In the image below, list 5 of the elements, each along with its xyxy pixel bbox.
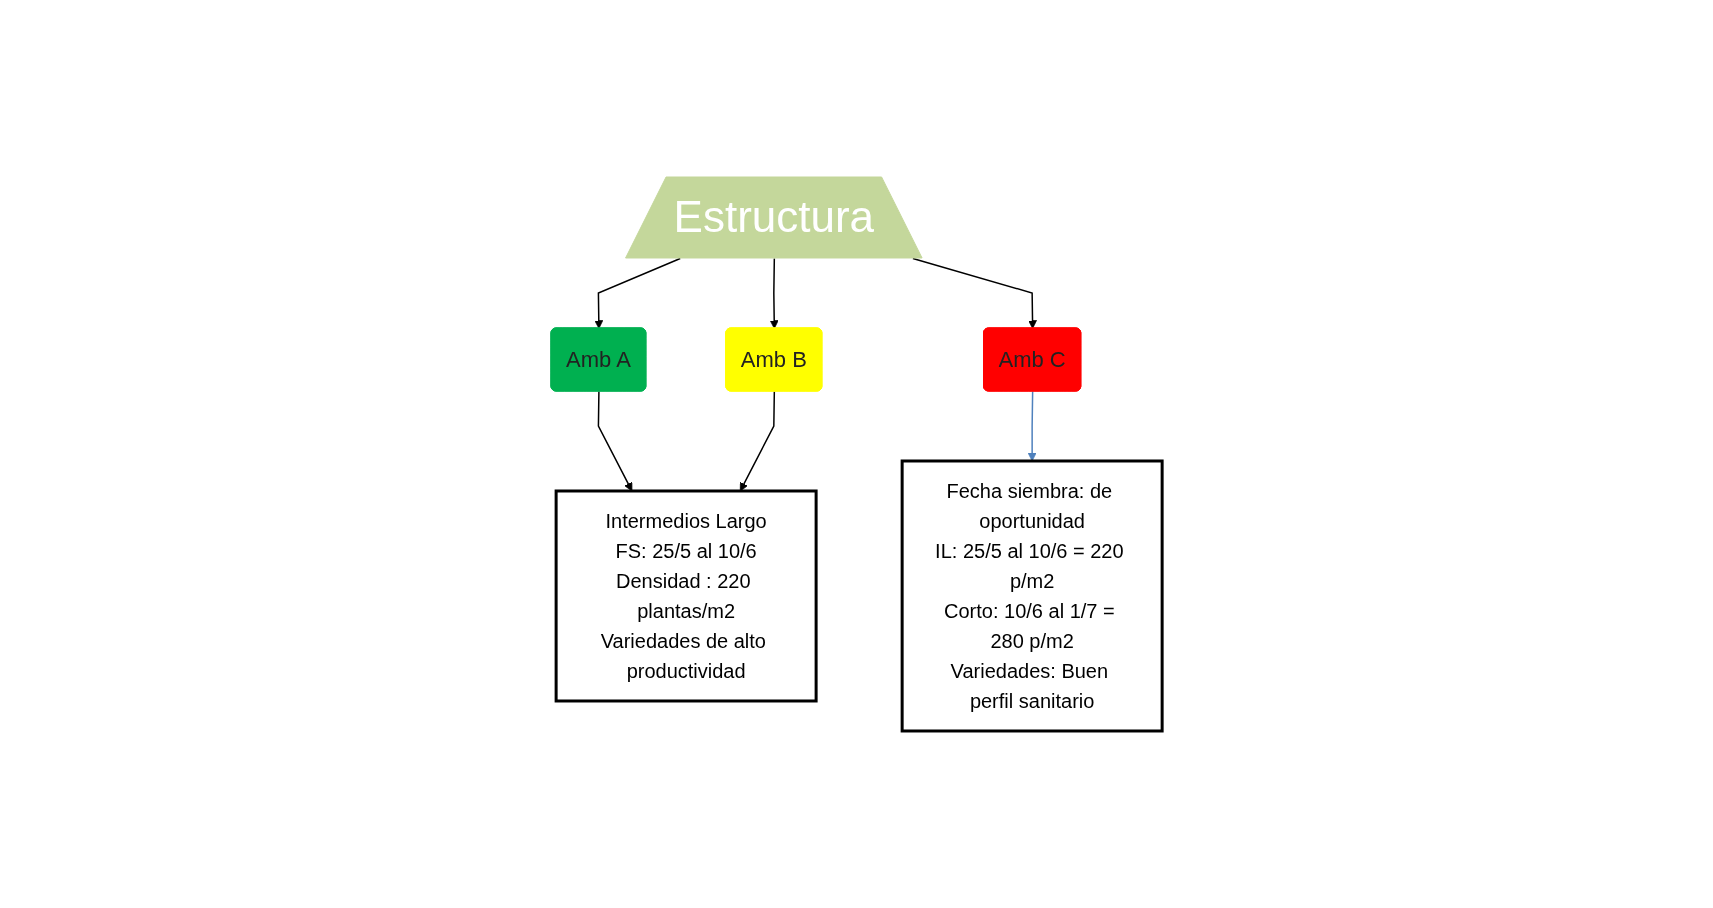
node-box: Fecha siembra: de oportunidad IL: 25/5 al 10/6 = 220 p/m2 Corto: 10/6 al 1/7 = 280 p/m2 Variedades: Buen perfil sanitario (900, 459, 1164, 733)
arrow (594, 257, 681, 329)
arrow (769, 257, 779, 329)
node-box: Intermedios Largo FS: 25/5 al 10/6 Densidad : 220 plantas/m2 Variedades de alto productividad (554, 489, 818, 703)
arrow (912, 257, 1037, 329)
